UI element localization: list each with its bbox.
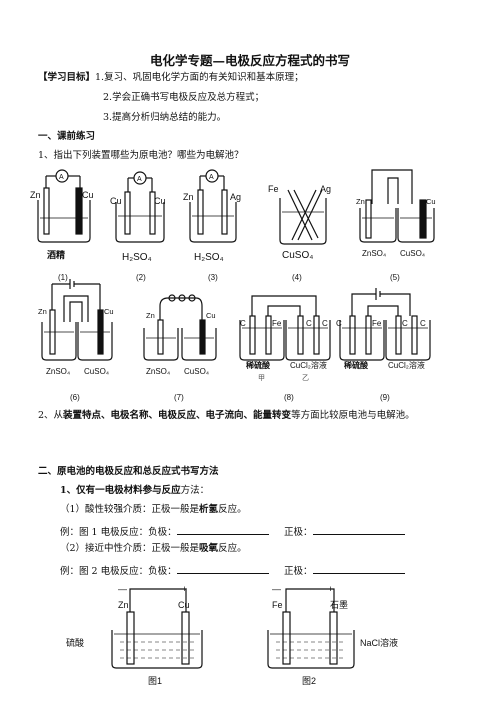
case-1: （1）酸性较强介质：正极一般是析氢反应。 bbox=[60, 504, 247, 515]
d8-yi: 乙 bbox=[302, 374, 309, 382]
d4-ag: Ag bbox=[320, 184, 331, 194]
fig-label-1: (1) bbox=[58, 273, 68, 282]
d3-zn: Zn bbox=[183, 192, 194, 202]
d7-zn: Zn bbox=[146, 311, 155, 320]
d6-zn: Zn bbox=[38, 307, 47, 316]
fig-label-3: (3) bbox=[208, 273, 218, 282]
fig-label-5: (5) bbox=[390, 273, 400, 282]
goal-item-3: 3.提高分析归纳总结的能力。 bbox=[103, 112, 227, 123]
d6-cuso4: CuSO₄ bbox=[84, 367, 109, 376]
device-6 bbox=[41, 279, 113, 361]
d5-znso4: ZnSO₄ bbox=[362, 249, 386, 258]
d4-solution: CuSO₄ bbox=[282, 250, 313, 261]
page-title: 电化学专题—电极反应方程式的书写 bbox=[149, 53, 350, 68]
d1-solution: 酒精 bbox=[47, 249, 65, 260]
fig-label-7: (7) bbox=[174, 393, 184, 402]
goals-label: 【学习目标】1.复习、巩固电化学方面的有关知识和基本原理； bbox=[38, 72, 304, 83]
d8-dilute-acid: 稀硫酸 bbox=[246, 360, 271, 370]
d8-c-mid: C bbox=[306, 319, 312, 328]
fig2-fe: Fe bbox=[272, 600, 283, 610]
example-1-positive: 正极： bbox=[284, 524, 405, 539]
ammeter-label-2: A bbox=[137, 176, 142, 183]
fig1-cu: Cu bbox=[178, 600, 190, 610]
fig-label-8: (8) bbox=[284, 393, 294, 402]
fig1-zn: Zn bbox=[118, 600, 129, 610]
device-5 bbox=[359, 169, 435, 243]
example-2: 例：图 2 电极反应：负极： bbox=[60, 563, 269, 578]
fig-label-6: (6) bbox=[70, 393, 80, 402]
ammeter-label-1: A bbox=[59, 174, 64, 181]
d9-c-mid: C bbox=[402, 319, 408, 328]
figure-1-cell bbox=[111, 588, 203, 669]
fig2-solution: NaCl溶液 bbox=[360, 637, 398, 648]
d7-znso4: ZnSO₄ bbox=[146, 367, 170, 376]
d8-jia: 甲 bbox=[258, 374, 265, 382]
d8-c-left: C bbox=[240, 319, 246, 328]
d2-solution: H₂SO₄ bbox=[122, 252, 152, 263]
d8-cucl2: CuCl₂溶液 bbox=[290, 360, 327, 370]
device-8 bbox=[239, 295, 331, 361]
device-4 bbox=[279, 189, 327, 245]
d8-fe: Fe bbox=[272, 319, 282, 328]
fig1-caption: 图1 bbox=[148, 676, 162, 686]
example-1: 例：图 1 电极反应：负极： bbox=[60, 524, 269, 539]
answer-blank-2-pos[interactable] bbox=[312, 563, 405, 574]
fig1-solution: 硫酸 bbox=[66, 637, 84, 648]
d3-solution: H₂SO₄ bbox=[194, 252, 224, 263]
d5-cu: Cu bbox=[426, 197, 436, 206]
d5-zn: Zn bbox=[356, 197, 365, 206]
question-2: 2、从装置特点、电极名称、电极反应、电子流向、能量转变等方面比较原电池与电解池。 bbox=[38, 410, 415, 421]
device-1 bbox=[37, 169, 91, 243]
d2-cu: Cu bbox=[110, 196, 122, 206]
question-1: 1、指出下列装置哪些为原电池？哪些为电解池？ bbox=[38, 150, 244, 161]
device-7 bbox=[143, 294, 217, 361]
d7-cu: Cu bbox=[206, 311, 216, 320]
fig2-graphite: 石墨 bbox=[330, 600, 348, 610]
goal-item-1: 1.复习、巩固电化学方面的有关知识和基本原理； bbox=[95, 72, 304, 83]
d3-ag: Ag bbox=[230, 192, 241, 202]
case-2: （2）接近中性介质：正极一般是吸氧反应。 bbox=[60, 543, 247, 554]
d5-cuso4: CuSO₄ bbox=[400, 249, 425, 258]
device-2 bbox=[115, 171, 165, 243]
fig2-caption: 图2 bbox=[302, 676, 316, 686]
d9-dilute-acid: 稀硫酸 bbox=[344, 360, 369, 370]
ammeter-label-3: A bbox=[209, 174, 214, 181]
fig-label-9: (9) bbox=[380, 393, 390, 402]
subsection-1: 1、仅有一电极材料参与反应方法： bbox=[60, 485, 210, 496]
fig1-plus: + bbox=[182, 584, 187, 594]
device-9 bbox=[339, 288, 431, 361]
d9-c-left: C bbox=[336, 319, 342, 328]
fig2-minus: — bbox=[272, 584, 281, 594]
electrochem-devices-figure: A A A Zn Cu 酒精 Cu Cu H₂SO₄ Zn Ag H₂SO₄ F… bbox=[30, 169, 436, 402]
d9-fe: Fe bbox=[372, 319, 382, 328]
d9-c-right: C bbox=[420, 319, 426, 328]
figure-2-cell bbox=[267, 588, 355, 669]
d1-zn: Zn bbox=[30, 190, 41, 200]
goal-item-2: 2.学会正确书写电极反应及总方程式； bbox=[103, 92, 265, 103]
section2-heading: 二、原电池的电极反应和总反应式书写方法 bbox=[38, 466, 219, 477]
d8-c-right: C bbox=[322, 319, 328, 328]
fig2-plus: + bbox=[328, 584, 333, 594]
d1-cu: Cu bbox=[82, 190, 94, 200]
d9-cucl2: CuCl₂溶液 bbox=[388, 360, 425, 370]
example-2-positive: 正极： bbox=[284, 563, 405, 578]
figures-1-2: — + Zn Cu 硫酸 图1 — + Fe 石墨 NaCl溶液 图2 bbox=[66, 584, 398, 686]
d6-cu: Cu bbox=[104, 307, 114, 316]
section1-heading: 一、课前练习 bbox=[38, 131, 96, 142]
answer-blank-1-neg[interactable] bbox=[176, 524, 269, 535]
device-3 bbox=[189, 169, 237, 243]
fig-label-2: (2) bbox=[136, 273, 146, 282]
fig1-minus: — bbox=[118, 584, 127, 594]
answer-blank-2-neg[interactable] bbox=[176, 563, 269, 574]
fig-label-4: (4) bbox=[292, 273, 302, 282]
d7-cuso4: CuSO₄ bbox=[184, 367, 209, 376]
d4-fe: Fe bbox=[268, 184, 279, 194]
d6-znso4: ZnSO₄ bbox=[46, 367, 70, 376]
answer-blank-1-pos[interactable] bbox=[312, 524, 405, 535]
d2-cu-right: Cu bbox=[154, 196, 166, 206]
